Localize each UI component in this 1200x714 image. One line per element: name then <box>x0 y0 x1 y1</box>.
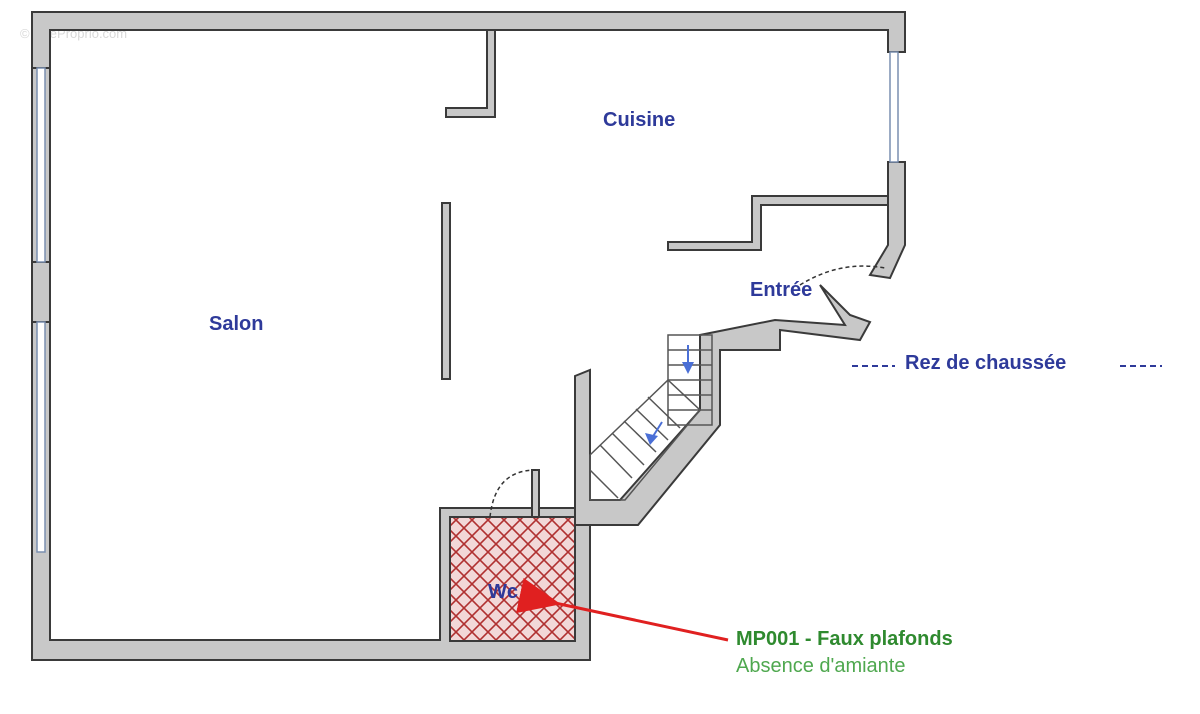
room-label-salon: Salon <box>209 313 263 335</box>
room-label-wc: Wc <box>488 581 518 603</box>
staircase-icon <box>589 334 713 501</box>
level-label: Rez de chaussée <box>905 352 1066 374</box>
level-indicator: Rez de chaussée <box>852 352 1162 374</box>
room-label-cuisine: Cuisine <box>603 109 675 131</box>
note-subtitle: Absence d'amiante <box>736 655 905 677</box>
entry-door-arc <box>799 265 886 286</box>
note-title: MP001 - Faux plafonds <box>736 628 953 650</box>
windows <box>36 51 899 553</box>
wc-hatch <box>449 516 576 642</box>
arrow-pointer-icon <box>516 577 729 642</box>
wc-door-arc <box>489 469 537 518</box>
room-label-entree: Entrée <box>750 279 812 301</box>
interior-walls <box>441 29 889 526</box>
